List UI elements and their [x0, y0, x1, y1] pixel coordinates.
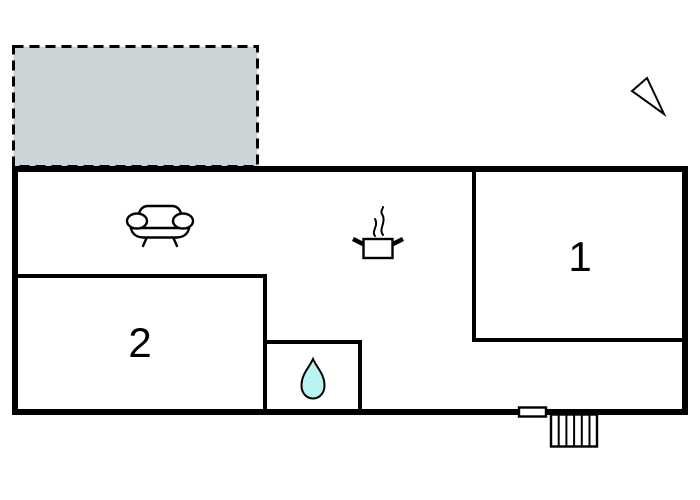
north-arrow-icon	[630, 76, 667, 118]
room-1-label: 1	[568, 233, 591, 280]
bathroom-walls	[265, 340, 362, 412]
room-2-walls	[15, 274, 267, 412]
room-2-label: 2	[128, 319, 151, 366]
room-1-walls	[472, 169, 685, 342]
terrace-area	[12, 45, 259, 168]
water-drop-icon	[300, 356, 326, 400]
stairs-icon	[549, 413, 599, 448]
steam-icon	[372, 206, 385, 237]
cooking-pot-icon	[351, 206, 405, 260]
door-icon	[517, 406, 548, 418]
building-outline	[12, 166, 688, 415]
sofa-icon	[125, 204, 195, 248]
